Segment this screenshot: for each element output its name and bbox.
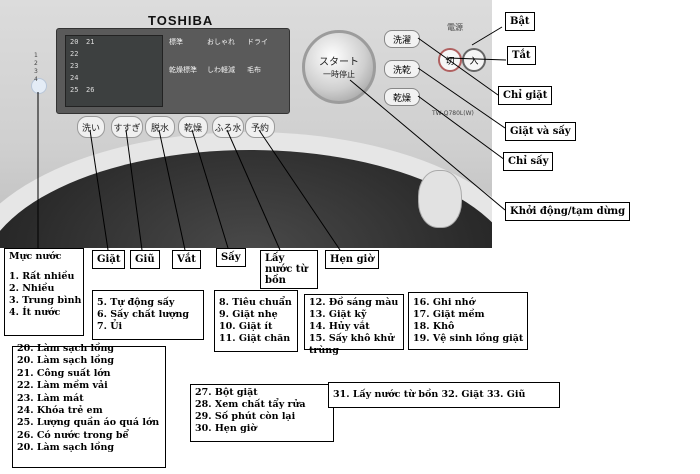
status-item: 27. Bột giặt [195,387,258,398]
dial-start-label: スタート [319,57,359,68]
special-option: 13. Giặt kỹ [309,309,367,320]
status-item: 28. Xem chất tẩy rửa [195,399,306,410]
label-bath-water: Lấy nước từ bồn [260,250,318,289]
indicator-list-box: 20. Làm sạch lồng 20. Làm sạch lồng 21. … [12,343,166,468]
wash-option: 8. Tiêu chuẩn [219,297,292,308]
dry-button[interactable]: 乾燥 [178,116,208,138]
dry-only-button[interactable]: 乾燥 [384,88,420,106]
status-item: 30. Hẹn giờ [195,423,257,434]
label-dry-only: Chỉ sấy [503,152,554,171]
model-number: TW-Q780L(W) [432,110,474,117]
lcd-num: 22 [70,50,79,58]
memory-option: 19. Vệ sinh lồng giặt [413,333,524,344]
label-wash-and-dry: Giặt và sấy [505,122,576,141]
label-start-pause: Khởi động/tạm dừng [505,202,631,221]
special-option: 14. Hủy vắt [309,321,370,332]
water-level-title: Mực nước [9,251,62,262]
indicator-item: 23. Làm mát [17,392,84,404]
water-level-item: 3. Trung bình [9,295,82,306]
extra-list-box: 31. Lấy nước từ bồn 32. Giặt 33. Giũ [328,382,560,408]
label-rinse: Giũ [130,250,160,269]
lcd-num: 25 [70,86,79,94]
program-labels: 標準 おしゃれ ドライ 乾燥標準 しわ軽減 毛布 [167,35,282,105]
door-handle[interactable] [418,170,462,228]
program-label: おしゃれ [207,38,235,46]
water-level-4: 4 [34,76,38,83]
status-list-box: 27. Bột giặt 28. Xem chất tẩy rửa 29. Số… [190,384,334,442]
label-wash-only: Chỉ giặt [498,86,553,105]
wash-option: 10. Giặt ít [219,321,273,332]
status-item: 29. Số phút còn lại [195,411,296,422]
wash-button[interactable]: 洗い [77,116,105,138]
dry-option: 7. Ủi [97,321,123,332]
special-option: 12. Đồ sáng màu [309,297,399,308]
power-off-button[interactable]: 切 [438,48,462,72]
indicator-item: 25. Lượng quần áo quá lớn [17,417,160,429]
label-dry: Sấy [216,248,246,267]
wash-options-box: 8. Tiêu chuẩn 9. Giặt nhẹ 10. Giặt ít 11… [214,290,298,352]
bath-water-button[interactable]: ふろ水 [212,116,244,138]
memory-option: 16. Ghi nhớ [413,297,475,308]
control-panel: 20 21 22 23 24 25 26 標準 おしゃれ ドライ 乾燥標準 しわ… [56,28,290,114]
washing-machine-photo: TOSHIBA 1 2 3 4 20 21 22 23 24 25 26 標準 … [0,0,492,248]
dry-option: 6. Sấy chất lượng [97,309,190,320]
indicator-item: 24. Khóa trẻ em [17,405,103,417]
water-level-2: 2 [34,60,38,67]
lcd-num: 26 [86,86,95,94]
water-level-1: 1 [34,52,38,59]
power-label: 電源 [447,23,463,32]
lcd-num: 24 [70,74,79,82]
indicator-item: 20. Làm sạch lồng [17,442,115,454]
memory-option: 17. Giặt mềm [413,309,485,320]
timer-button[interactable]: 予約 [245,116,275,138]
label-wash: Giặt [92,250,126,269]
memory-option: 18. Khô [413,321,455,332]
indicator-item: 20. Làm sạch lồng [17,343,115,354]
lcd-num: 20 [70,38,79,46]
wash-option: 11. Giặt chăn [219,333,291,344]
indicator-item: 21. Công suất lớn [17,367,111,379]
rinse-button[interactable]: すすぎ [111,116,143,138]
wash-dry-button[interactable]: 洗乾 [384,60,420,78]
indicator-item: 20. Làm sạch lồng [17,355,115,367]
label-power-off: Tắt [507,46,536,65]
water-level-3: 3 [34,68,38,75]
label-power-on: Bật [505,12,535,31]
program-label: ドライ [247,38,268,46]
spin-button[interactable]: 脱水 [145,116,175,138]
lcd-display: 20 21 22 23 24 25 26 [65,35,163,107]
water-level-item: 1. Rất nhiều [9,271,75,282]
power-on-button[interactable]: 入 [462,48,486,72]
dry-option: 5. Tự động sấy [97,297,175,308]
water-level-item: 2. Nhiều [9,283,55,294]
water-level-box: Mực nước 1. Rất nhiều 2. Nhiều 3. Trung … [4,248,84,336]
program-label: 標準 [169,38,183,46]
indicator-item: 26. Có nước trong bể [17,429,129,441]
water-level-item: 4. Ít nước [9,307,61,318]
program-label: 乾燥標準 [169,66,197,74]
memory-options-box: 16. Ghi nhớ 17. Giặt mềm 18. Khô 19. Vệ … [408,292,528,350]
start-pause-dial[interactable]: スタート 一時停止 [302,30,376,104]
dial-pause-label: 一時停止 [323,70,355,79]
special-option: 15. Sấy khô khử trùng [309,333,395,356]
brand-logo: TOSHIBA [148,13,214,28]
wash-only-button[interactable]: 洗濯 [384,30,420,48]
extra-items: 31. Lấy nước từ bồn 32. Giặt 33. Giũ [333,389,526,400]
program-label: 毛布 [247,66,261,74]
program-label: しわ軽減 [207,66,235,74]
dry-options-box: 5. Tự động sấy 6. Sấy chất lượng 7. Ủi [92,290,204,340]
water-level-indicator [31,78,47,94]
wash-option: 9. Giặt nhẹ [219,309,278,320]
lcd-num: 21 [86,38,95,46]
indicator-item: 22. Làm mềm vải [17,380,108,392]
label-spin: Vắt [172,250,201,269]
special-options-box: 12. Đồ sáng màu 13. Giặt kỹ 14. Hủy vắt … [304,294,404,356]
label-timer: Hẹn giờ [325,250,380,269]
lcd-num: 23 [70,62,79,70]
